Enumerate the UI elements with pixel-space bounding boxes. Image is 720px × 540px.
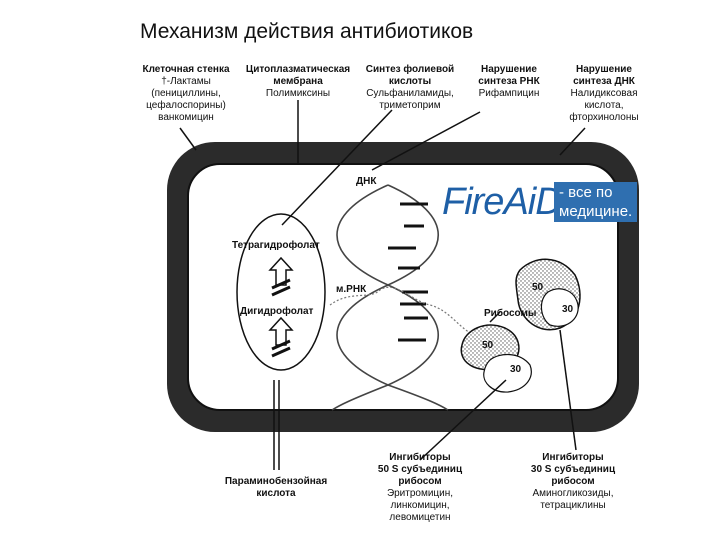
inhibitors-50s-line4: Эритромицин, (386, 488, 454, 499)
pointer-lines (179, 100, 586, 470)
inhibitors-50s-line1: Ингибиторы (389, 452, 451, 463)
inhibitors-30s-label: Ингибиторы 30 S субъединиц рибосом Амино… (520, 452, 626, 512)
cytoplasmic-membrane-title2: мембрана (273, 76, 323, 87)
dna-synthesis-title2: синтеза ДНК (573, 76, 635, 87)
paba-label: Параминобензойная кислота (214, 476, 338, 500)
thf-label: Тетрагидрофолат (232, 240, 320, 251)
cytoplasmic-membrane-line1: Полимиксины (265, 88, 331, 99)
cell-wall-line4: ванкомицин (158, 112, 214, 123)
folic-acid-title1: Синтез фолиевой (365, 64, 455, 75)
dna-synthesis-line1: Налидиксовая (570, 88, 638, 99)
paba-line1: Параминобензойная (224, 476, 328, 487)
cell-wall-line3: цефалоспорины) (146, 100, 226, 111)
ribosome-bottom-50-label: 50 (482, 340, 494, 351)
page-title: Механизм действия антибиотиков (140, 20, 474, 43)
cell-wall-line1: †-Лактамы (161, 76, 211, 87)
watermark-text: - все по медицине. (554, 182, 638, 222)
ribosomes-label: Рибосомы (484, 308, 537, 319)
cell-wall-title: Клеточная стенка (142, 64, 230, 75)
folic-acid-label: Синтез фолиевой кислоты Сульфаниламиды, … (358, 64, 462, 112)
dhf-label: Дигидрофолат (240, 306, 314, 317)
watermark-text-line1: - все по (559, 184, 613, 201)
inhibitors-50s-line3: рибосом (398, 476, 442, 487)
watermark: FireAiD - все по медицине. (442, 180, 638, 226)
watermark-text-line2: медицине. (559, 203, 633, 220)
ribosome-bottom (460, 324, 532, 393)
inhibitors-50s-line2: 50 S субъединиц (377, 464, 463, 475)
ribosome-bottom-30-label: 30 (510, 364, 522, 375)
dna-helix (331, 184, 449, 411)
dna-synthesis-title1: Нарушение (576, 64, 632, 75)
inhibitors-50s-label: Ингибиторы 50 S субъединиц рибосом Эритр… (370, 452, 470, 524)
dna-base-pairs (388, 202, 428, 342)
ribosome-top (515, 258, 581, 331)
inhibitors-50s-line6: левомицетин (389, 512, 451, 523)
watermark-logo: FireAiD (442, 181, 563, 223)
rna-synthesis-title1: Нарушение (481, 64, 537, 75)
cytoplasmic-membrane-title1: Цитоплазматическая (245, 64, 351, 75)
mrna-strand (329, 286, 476, 336)
dna-synthesis-line2: кислота, (584, 100, 624, 111)
inhibitors-30s-line1: Ингибиторы (542, 452, 604, 463)
dna-synthesis-line3: фторхинолоны (569, 112, 639, 123)
cytoplasmic-membrane-label: Цитоплазматическая мембрана Полимиксины (242, 64, 354, 100)
folic-acid-title2: кислоты (388, 76, 432, 87)
folate-block-marks (271, 278, 291, 358)
inhibitors-30s-line4: Аминогликозиды, (532, 488, 614, 499)
dna-label: ДНК (356, 176, 377, 187)
inhibitors-30s-line5: тетрациклины (540, 500, 606, 511)
folic-acid-line2: триметоприм (379, 100, 441, 111)
inhibitors-50s-line5: линкомицин, (390, 500, 450, 511)
inhibitors-30s-line2: 30 S субъединиц (530, 464, 616, 475)
ribosome-top-50-label: 50 (532, 282, 544, 293)
folic-acid-line1: Сульфаниламиды, (366, 88, 454, 99)
folate-oval (236, 213, 326, 371)
cell-wall-label: Клеточная стенка †-Лактамы (пенициллины,… (136, 64, 236, 124)
ribosome-top-30-label: 30 (562, 304, 574, 315)
rna-synthesis-label: Нарушение синтеза РНК Рифампицин (468, 64, 550, 100)
mrna-label: м.РНК (336, 284, 367, 295)
rna-synthesis-line1: Рифампицин (478, 88, 540, 99)
inhibitors-30s-line3: рибосом (551, 476, 595, 487)
cell-wall-line2: (пенициллины, (151, 88, 221, 99)
dna-synthesis-label: Нарушение синтеза ДНК Налидиксовая кисло… (560, 64, 648, 124)
rna-synthesis-title2: синтеза РНК (478, 76, 540, 87)
paba-line2: кислота (256, 488, 296, 499)
